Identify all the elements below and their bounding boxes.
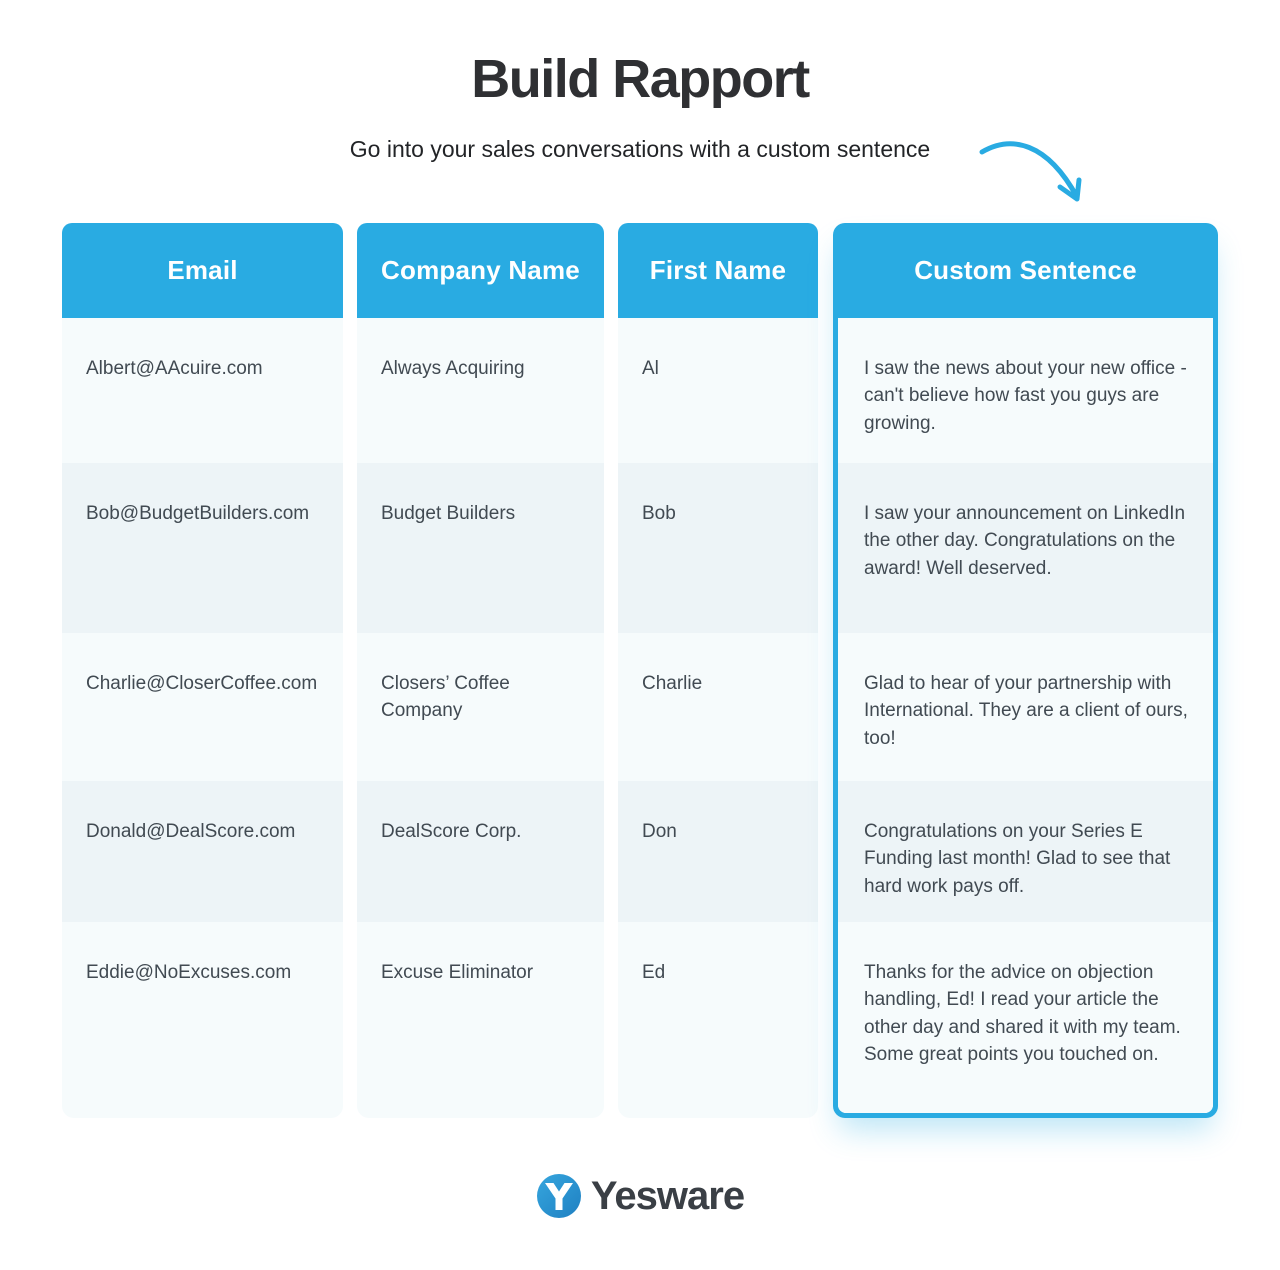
column-header-custom-sentence: Custom Sentence bbox=[914, 255, 1137, 285]
cell-custom-sentence-2: I saw your announcement on LinkedIn the … bbox=[838, 463, 1213, 633]
cell-custom-sentence-5: Thanks for the advice on objection handl… bbox=[838, 922, 1213, 1113]
curved-arrow-icon bbox=[975, 133, 1090, 213]
cell-email-4: Donald@DealScore.com bbox=[62, 781, 343, 922]
page-title: Build Rapport bbox=[471, 49, 810, 109]
column-custom-sentence: Custom Sentence I saw the news about you… bbox=[833, 223, 1218, 1118]
cell-custom-sentence-1: I saw the news about your new office - c… bbox=[838, 318, 1213, 463]
column-header-first-name: First Name bbox=[618, 223, 818, 318]
cell-email-5: Eddie@NoExcuses.com bbox=[62, 922, 343, 1118]
column-header-email: Email bbox=[62, 223, 343, 318]
yesware-logo-text: Yesware bbox=[590, 1173, 745, 1218]
column-header-company-name: Company Name bbox=[357, 223, 604, 318]
page-subtitle: Go into your sales conversations with a … bbox=[349, 136, 931, 162]
cell-first-name-3: Charlie bbox=[618, 633, 818, 781]
cell-first-name-1: Al bbox=[618, 318, 818, 463]
cell-email-2: Bob@BudgetBuilders.com bbox=[62, 463, 343, 633]
cell-email-1: Albert@AAcuire.com bbox=[62, 318, 343, 463]
column-email: Email Albert@AAcuire.com Bob@BudgetBuild… bbox=[62, 223, 343, 1118]
yesware-logo: Yesware bbox=[0, 1168, 1280, 1224]
custom-sentence-body: I saw the news about your new office - c… bbox=[838, 318, 1213, 1113]
cell-first-name-5: Ed bbox=[618, 922, 818, 1118]
cell-company-1: Always Acquiring bbox=[357, 318, 604, 463]
cell-first-name-2: Bob bbox=[618, 463, 818, 633]
yesware-logo-icon bbox=[536, 1174, 581, 1218]
column-company-name: Company Name Always Acquiring Budget Bui… bbox=[357, 223, 604, 1118]
cell-custom-sentence-4: Congratulations on your Series E Funding… bbox=[838, 781, 1213, 922]
cell-custom-sentence-3: Glad to hear of your partnership with In… bbox=[838, 633, 1213, 781]
cell-first-name-4: Don bbox=[618, 781, 818, 922]
rapport-table: Email Albert@AAcuire.com Bob@BudgetBuild… bbox=[62, 223, 1218, 1123]
cell-company-2: Budget Builders bbox=[357, 463, 604, 633]
cell-company-4: DealScore Corp. bbox=[357, 781, 604, 922]
cell-company-3: Closers’ Coffee Company bbox=[357, 633, 604, 781]
cell-company-5: Excuse Eliminator bbox=[357, 922, 604, 1118]
cell-email-3: Charlie@CloserCoffee.com bbox=[62, 633, 343, 781]
column-first-name: First Name Al Bob Charlie Don Ed bbox=[618, 223, 818, 1118]
